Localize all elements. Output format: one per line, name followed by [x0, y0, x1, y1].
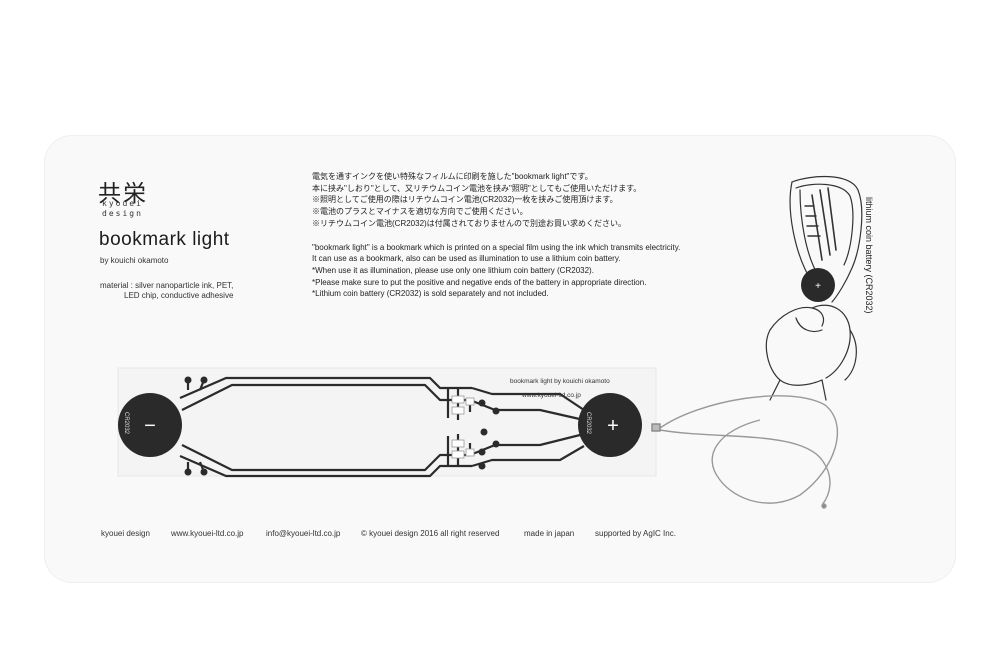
pcb-via-dots: [184, 376, 500, 476]
battery-pad-negative: [118, 393, 182, 457]
product-card: [44, 135, 956, 583]
cord-illustration: [651, 395, 839, 509]
note-ja-2: 本に挟み"しおり"として、又リチウムコイン電池を挟み"照明"としてもご使用いただ…: [312, 183, 642, 193]
footer-brand: kyouei design: [101, 529, 150, 538]
led-chips: [451, 395, 475, 459]
brand-logo-romaji: kyouei design: [102, 199, 143, 219]
note-en-4: *Please make sure to put the positive an…: [312, 277, 647, 287]
material-line2: LED chip, conductive adhesive: [124, 291, 234, 300]
brand-logo-kanji: 共栄: [98, 181, 148, 207]
pcb-minus-sign: −: [144, 415, 156, 437]
footer-copyright: © kyouei design 2016 all right reserved: [361, 529, 500, 538]
brand-romaji-line1: kyouei: [102, 199, 143, 208]
pcb-battery-label-right: CR2032: [585, 412, 591, 435]
pcb-plus-sign: +: [607, 415, 619, 437]
brand-romaji-line2: design: [102, 209, 143, 218]
note-en-2: It can use as a bookmark, also can be us…: [312, 254, 621, 264]
battery-pad-positive: [578, 393, 642, 457]
footer-email-link: info@kyouei-ltd.co.jp: [266, 529, 341, 538]
footer-origin: made in japan: [524, 529, 575, 538]
note-ja-1: 電気を通すインクを使い特殊なフィルムに印刷を施した"bookmark light…: [312, 172, 593, 181]
note-ja-4: ※電池のプラスとマイナスを適切な方向でご使用ください。: [312, 207, 528, 217]
note-en-3: *When use it as illumination, please use…: [312, 265, 594, 275]
pcb-printed-title: bookmark light by kouichi okamoto: [510, 378, 610, 385]
pcb-bookmark: − + CR2032 CR2032 bookmark light by koui…: [117, 367, 657, 478]
material-line1: material : silver nanoparticle ink, PET,: [100, 281, 234, 290]
pcb-battery-label-left: CR2032: [123, 412, 129, 435]
product-author: by kouichi okamoto: [100, 256, 169, 265]
footer-website-link: www.kyouei-ltd.co.jp: [171, 529, 244, 538]
coin-battery-illustration: +: [801, 268, 835, 302]
note-ja-3: ※照明としてご使用の際はリチウムコイン電池(CR2032)一枚を挟みご使用頂けま…: [312, 195, 618, 205]
product-title: bookmark light: [99, 229, 230, 250]
material-spec: material : silver nanoparticle ink, PET,…: [100, 281, 233, 301]
note-en-1: "bookmark light" is a bookmark which is …: [312, 242, 681, 252]
pcb-printed-url: www.kyouei-ltd.co.jp: [521, 392, 581, 399]
note-en-5: *Lithium coin battery (CR2032) is sold s…: [312, 289, 549, 299]
battery-illustration-plus: +: [815, 281, 821, 292]
usage-notes: 電気を通すインクを使い特殊なフィルムに印刷を施した"bookmark light…: [312, 171, 742, 300]
footer-support: supported by AgIC Inc.: [595, 529, 676, 538]
note-ja-5: ※リチウムコイン電池(CR2032)は付属されておりませんので別途お買い求めくだ…: [312, 218, 626, 228]
